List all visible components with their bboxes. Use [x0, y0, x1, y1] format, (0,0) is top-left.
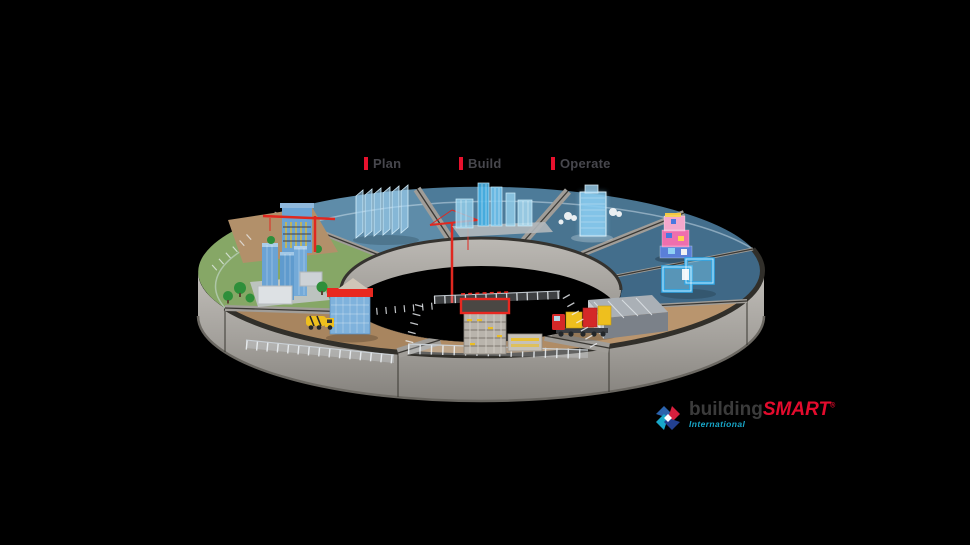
plan-label-text: Plan: [373, 156, 402, 171]
operate-marker-icon: [551, 157, 555, 170]
ring-front-trim: [223, 247, 765, 359]
model-existing-city: [223, 203, 479, 307]
red-crown: [327, 288, 373, 297]
model-construction-start: [211, 233, 435, 364]
buildingsmart-knot-icon: [656, 406, 680, 430]
ring-outer-wall-bottom-lip: [196, 315, 766, 403]
model-floor-plan: [660, 257, 716, 299]
logo-text-international: International: [689, 419, 746, 429]
fence: [404, 290, 600, 359]
build-label-text: Build: [468, 156, 502, 171]
label-operate: Operate: [551, 156, 611, 171]
label-build: Build: [459, 156, 502, 171]
red-framed-roof: [459, 297, 511, 315]
operate-label-text: Operate: [560, 156, 611, 171]
logo-wordmark: buildingSMART® International: [689, 400, 835, 429]
building-under-construction: [326, 278, 378, 343]
podium-building: [257, 285, 293, 305]
trees: [223, 236, 356, 303]
inner-rim: [339, 236, 623, 291]
clouds: [558, 208, 622, 225]
logo-text-smart: SMART: [762, 399, 831, 420]
ring-outer-wall: [198, 272, 764, 401]
glass-tower: [262, 243, 278, 295]
model-construction-mid: [404, 290, 600, 359]
plan-marker-icon: [364, 157, 368, 170]
building-frame: [459, 291, 543, 355]
build-marker-icon: [459, 157, 463, 170]
fence: [211, 233, 435, 364]
registered-mark: ®: [830, 402, 836, 410]
model-build-towers: [452, 182, 553, 237]
model-operate-hologram: [558, 184, 622, 243]
ring-wall-seams: [224, 301, 748, 397]
buildingsmart-logo: buildingSMART® International: [650, 400, 835, 436]
planned-floor-outline: [460, 291, 510, 295]
sand-pile: [338, 278, 368, 289]
cement-truck: [306, 315, 334, 330]
model-plan-drawings: [353, 184, 419, 245]
model-logistics: [552, 295, 668, 341]
label-plan: Plan: [364, 156, 401, 171]
logo-text-building: building: [689, 399, 763, 420]
tower-under-construction: [282, 205, 312, 253]
